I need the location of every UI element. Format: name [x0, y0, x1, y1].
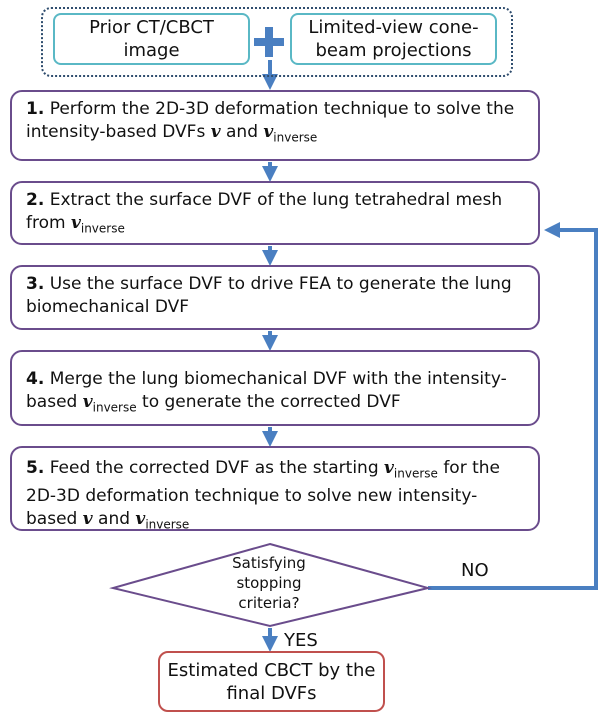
step-5-var-v: v [82, 509, 93, 530]
step-2-text: Extract the surface DVF of the lung tetr… [26, 190, 503, 233]
step-2-subscript: inverse [80, 221, 125, 236]
step-4-text: Merge the lung biomechanical DVF with th… [26, 369, 507, 412]
step-1-box: 1. Perform the 2D-3D deformation techniq… [10, 90, 540, 161]
step-5-box: 5. Feed the corrected DVF as the startin… [10, 446, 540, 532]
step-4-number: 4. [26, 369, 45, 389]
input-prior-image-label: Prior CT/CBCT image [89, 17, 214, 61]
step-5-text-mid: for the 2D-3D deformation technique to s… [26, 458, 501, 530]
step-2-var-v-inverse: v [70, 213, 81, 233]
step-2-number: 2. [26, 190, 45, 210]
input-projections: Limited-view cone-beam projections [290, 13, 497, 65]
output-label: Estimated CBCT by the final DVFs [167, 659, 376, 704]
step-4-subscript: inverse [92, 400, 137, 415]
step-3-text: Use the surface DVF to drive FEA to gene… [26, 274, 512, 317]
decision-diamond [109, 542, 432, 628]
step-3-box: 3. Use the surface DVF to drive FEA to g… [10, 265, 540, 330]
step-1-var-v-inverse: v [263, 122, 274, 142]
step-1-var-v: v [210, 122, 221, 142]
input-prior-image: Prior CT/CBCT image [53, 13, 250, 65]
output-box: Estimated CBCT by the final DVFs [158, 651, 385, 712]
step-2-box: 2. Extract the surface DVF of the lung t… [10, 181, 540, 245]
inputs-group [41, 7, 513, 77]
step-1-text: Perform the 2D-3D deformation technique … [26, 99, 515, 142]
step-1-number: 1. [26, 99, 45, 119]
arrow-no-loop [428, 222, 598, 590]
step-5-text: Feed the corrected DVF as the starting [49, 458, 385, 478]
decision-label: Satisfying stopping criteria? [232, 554, 306, 612]
yes-label: YES [284, 630, 318, 651]
step-5-text-and: and [92, 509, 136, 530]
step-4-text-end: to generate the corrected DVF [136, 392, 401, 412]
step-5-var-v-inverse-start: v [384, 458, 394, 478]
step-5-var-v-inverse: v [135, 509, 146, 530]
arrows [262, 60, 598, 652]
no-label: NO [461, 560, 489, 581]
step-3-number: 3. [26, 274, 45, 294]
input-projections-label: Limited-view cone-beam projections [308, 17, 479, 61]
step-1-text-and: and [220, 122, 264, 142]
step-1-subscript: inverse [273, 130, 318, 145]
step-5-subscript-2: inverse [145, 517, 190, 532]
step-5-number: 5. [26, 458, 45, 478]
step-4-var-v-inverse: v [82, 392, 93, 412]
step-4-box: 4. Merge the lung biomechanical DVF with… [10, 350, 540, 426]
plus-icon [254, 27, 284, 57]
step-5-subscript-1: inverse [393, 466, 438, 481]
